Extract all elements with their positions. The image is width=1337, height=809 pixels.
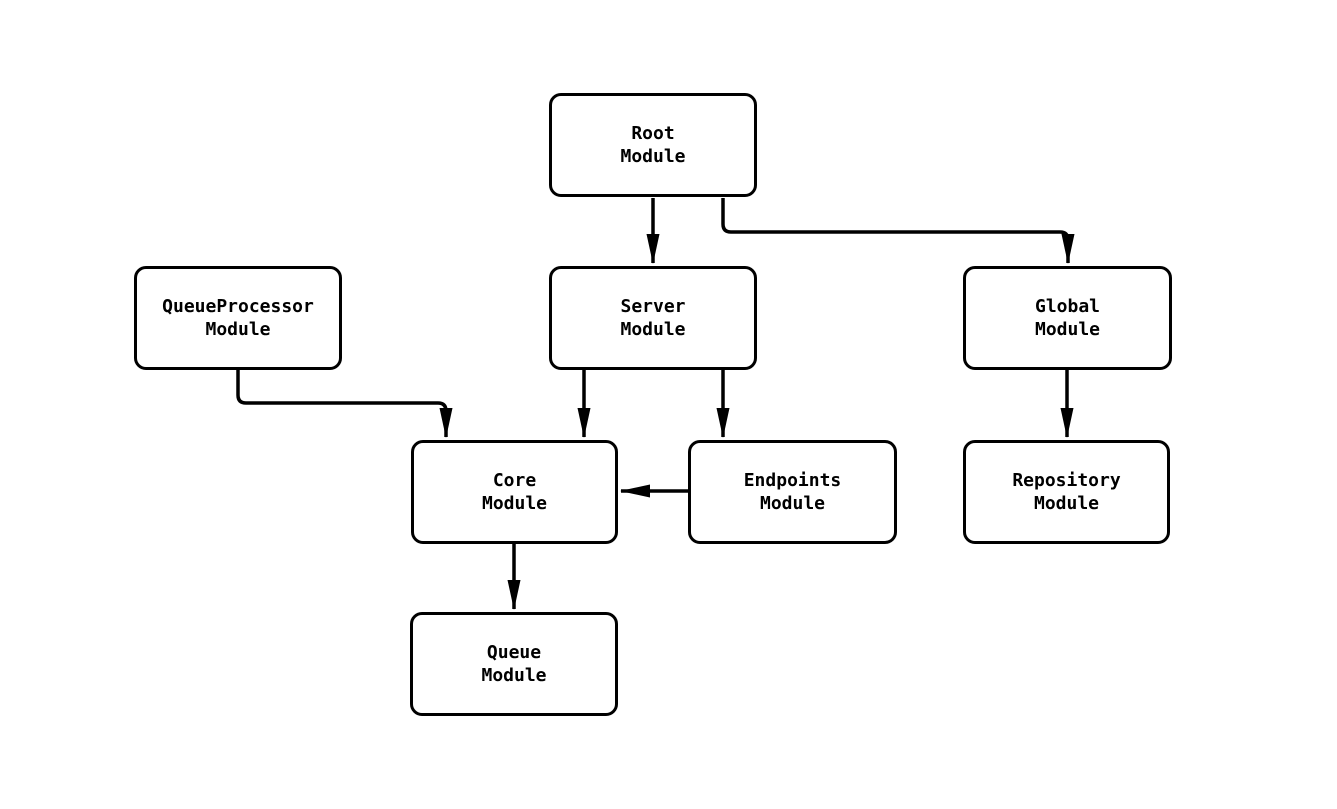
node-label-line1: Repository bbox=[1012, 470, 1121, 491]
node-label-line2: Module bbox=[620, 146, 686, 167]
node-label-line2: Module bbox=[205, 319, 271, 340]
node-label-line2: Module bbox=[1034, 319, 1101, 340]
edge-root-to-global bbox=[721, 198, 1075, 264]
node-label-line2: Module bbox=[759, 493, 826, 514]
node-label-line1: Endpoints bbox=[743, 470, 842, 491]
node-label-line2: Module bbox=[1033, 493, 1100, 514]
node-core-module: Core Module bbox=[411, 440, 618, 544]
node-endpoints-module: Endpoints Module bbox=[688, 440, 897, 544]
node-label-line2: Module bbox=[620, 319, 686, 340]
node-server-module: Server Module bbox=[549, 266, 757, 370]
node-label-line1: Server bbox=[620, 296, 686, 317]
node-queueprocessor-module: QueueProcessor Module bbox=[134, 266, 342, 370]
node-label-line1: Core bbox=[492, 470, 537, 491]
node-global-module: Global Module bbox=[963, 266, 1172, 370]
node-queue-module: Queue Module bbox=[410, 612, 618, 716]
node-label-line1: Global bbox=[1034, 296, 1101, 317]
node-repository-module: Repository Module bbox=[963, 440, 1170, 544]
node-label-line1: Root bbox=[631, 123, 675, 144]
node-label-line1: QueueProcessor bbox=[162, 296, 314, 317]
node-label-line2: Module bbox=[481, 665, 547, 686]
edge-queueprocessor-to-core bbox=[236, 370, 453, 438]
node-root-module: Root Module bbox=[549, 93, 757, 197]
node-label-line2: Module bbox=[481, 493, 548, 514]
node-label-line1: Queue bbox=[486, 642, 542, 663]
